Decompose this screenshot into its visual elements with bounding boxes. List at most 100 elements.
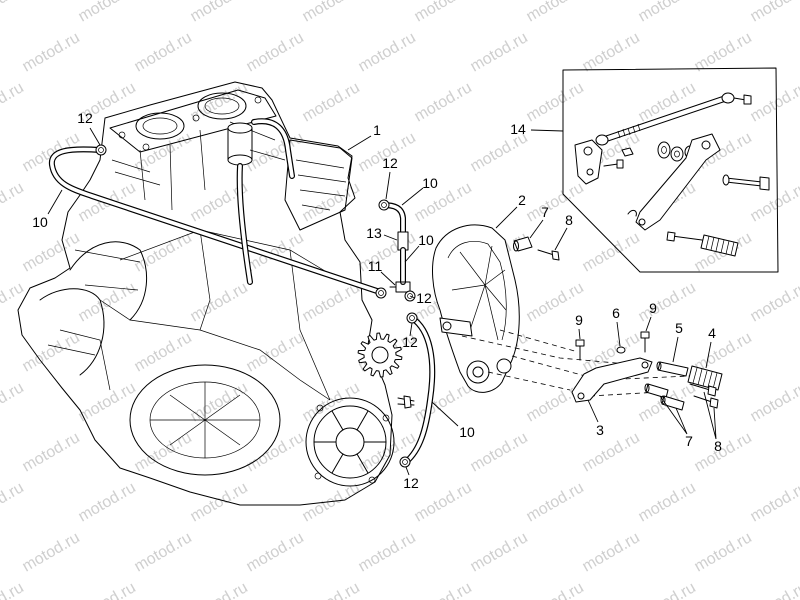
clamp (399, 456, 411, 468)
bolt-head (551, 250, 560, 261)
callout-label: 9 (575, 312, 583, 328)
bracket-hole (583, 146, 593, 156)
leader-line (409, 295, 416, 299)
cover-boss-hole (472, 366, 484, 378)
washer (670, 146, 684, 162)
watermark-text: motod.ru (412, 79, 475, 125)
cylinder-bore (197, 92, 247, 120)
callout-label: 10 (418, 232, 434, 248)
leader-line (587, 399, 599, 423)
callout-label: 2 (518, 192, 526, 208)
watermark-text: motod.ru (0, 579, 27, 600)
watermark-text: motod.ru (636, 479, 699, 525)
hose-inner (237, 164, 252, 284)
leader-line (405, 466, 410, 476)
watermark-text: motod.ru (244, 429, 307, 475)
callout-label: 10 (422, 175, 438, 191)
head-bolt-hole (118, 131, 126, 139)
watermark-text: motod.ru (20, 29, 83, 75)
pin-7-end (644, 383, 650, 393)
callout-label: 13 (366, 225, 382, 241)
bolt-shank (537, 249, 555, 256)
watermark-text: motod.ru (356, 29, 419, 75)
watermark-text: motod.ru (412, 379, 475, 425)
watermark-text: motod.ru (468, 29, 531, 75)
watermark-text: motod.ru (0, 479, 27, 525)
cover-bolt (368, 476, 376, 484)
lever-hole (641, 361, 649, 369)
lever-end-hole (638, 218, 646, 226)
watermark-text: motod.ru (300, 79, 363, 125)
callout-label: 12 (402, 334, 418, 350)
sprocket-hub (371, 346, 389, 364)
engine-outline (17, 81, 393, 506)
peg-bolt-head (666, 231, 676, 242)
shift-rod (605, 95, 727, 142)
head-bolt-hole (254, 96, 262, 104)
clamp (378, 199, 390, 211)
alignment-line (499, 329, 579, 353)
leader-lines (47, 127, 717, 476)
watermark-text: motod.ru (468, 529, 531, 575)
pivot-bolt-collar (722, 174, 730, 186)
watermark-text: motod.ru (748, 79, 800, 125)
clamp-inner (378, 290, 384, 296)
hose-outer (48, 146, 383, 295)
clamp-inner (402, 459, 408, 465)
breather-cap (227, 122, 253, 134)
left-cylinder (39, 288, 105, 376)
watermark-text: motod.ru (132, 429, 195, 475)
callout-label: 9 (649, 300, 657, 316)
watermark-text: motod.ru (0, 79, 27, 125)
leader-line (347, 135, 372, 151)
peg-rubber (700, 234, 739, 257)
clutch-cover-hub (335, 427, 365, 457)
detail-frame (562, 67, 779, 273)
watermark-text: motod.ru (580, 429, 643, 475)
small-parts (575, 331, 723, 411)
callout-label: 10 (459, 424, 475, 440)
generator-cover (129, 364, 281, 476)
watermark-text: motod.ru (692, 429, 755, 475)
lever-pivot-hole (701, 140, 711, 150)
watermark-text: motod.ru (748, 379, 800, 425)
leader-line (530, 129, 564, 132)
clamp-inner (381, 202, 387, 208)
watermark-text: motod.ru (20, 229, 83, 275)
callout-label: 12 (416, 290, 432, 306)
sprocket-cover-outline (432, 224, 520, 393)
hose-inner (252, 119, 294, 178)
cylinder-bore-inner (142, 117, 178, 135)
leader-line (385, 171, 391, 200)
pin-7-end (660, 395, 666, 405)
clamp (375, 287, 387, 299)
cover-boss (466, 360, 490, 384)
watermark-text: motod.ru (300, 0, 363, 25)
leader-line (380, 271, 396, 286)
watermark-text: motod.ru (76, 0, 139, 25)
watermark-text: motod.ru (0, 0, 27, 25)
clamp-inner (409, 315, 415, 321)
bolt-8-shank (693, 395, 713, 403)
watermark-text: motod.ru (356, 529, 419, 575)
leader-line (495, 206, 518, 229)
stud-nut (403, 395, 412, 409)
watermark-text: motod.ru (188, 479, 251, 525)
head-cover-fins (295, 159, 347, 211)
watermark-text: motod.ru (76, 279, 139, 325)
head-cover (284, 139, 353, 231)
watermark-text: motod.ru (580, 529, 643, 575)
left-cylinder-fins (47, 249, 141, 391)
callout-label: 12 (77, 110, 93, 126)
washer-hole (661, 146, 667, 154)
clamp-inner (407, 293, 413, 299)
watermark-text: motod.ru (132, 29, 195, 75)
watermark-text: motod.ru (132, 129, 195, 175)
washer (657, 141, 671, 159)
engine-assembly (17, 81, 415, 506)
hose-inner (50, 147, 382, 294)
breather-body (227, 127, 253, 161)
rod-end-bolt-head (743, 94, 752, 105)
